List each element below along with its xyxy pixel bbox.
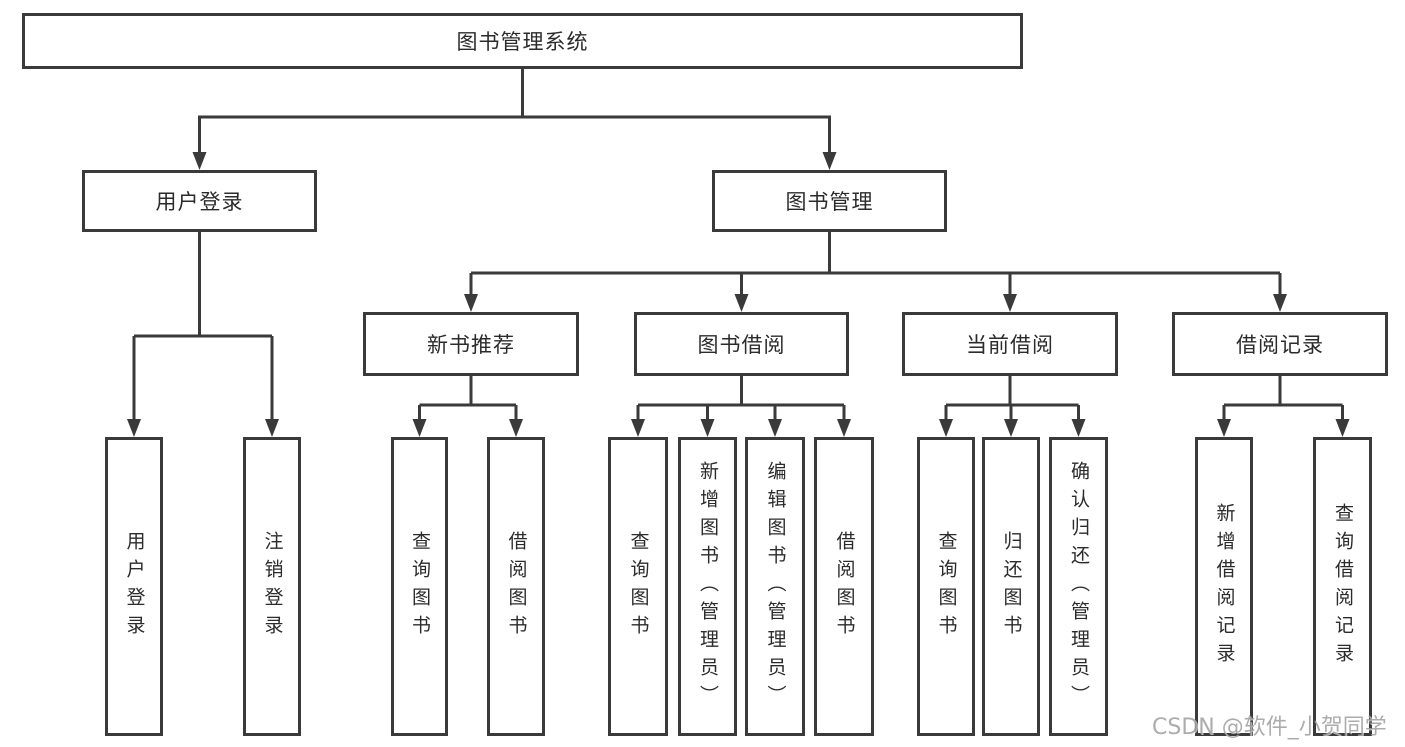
node-label: 新增借阅记录 — [1213, 502, 1236, 671]
node-label: 用户登录 — [123, 530, 146, 643]
node-label: 编辑图书（管理员） — [764, 460, 787, 713]
node-book-borrowing: 图书借阅 — [634, 312, 849, 376]
csdn-watermark: CSDN @软件_小贺同学 — [1152, 715, 1387, 740]
node-label: 用户登录 — [155, 190, 244, 214]
leaf-borrowing-borrow-books: 借阅图书 — [814, 437, 874, 736]
leaf-borrowing-query-books: 查询图书 — [608, 437, 668, 736]
node-library-management-system: 图书管理系统 — [22, 13, 1023, 69]
leaf-current-query-books: 查询图书 — [917, 437, 975, 736]
node-label: 查询图书 — [935, 530, 958, 643]
node-label: 查询图书 — [409, 530, 431, 643]
node-label: 查询借阅记录 — [1332, 502, 1354, 671]
leaf-add-books-admin: 新增图书（管理员） — [678, 437, 737, 736]
leaf-recommend-query-books: 查询图书 — [391, 437, 448, 736]
node-label: 图书管理 — [785, 190, 874, 214]
node-label: 借阅图书 — [505, 530, 528, 643]
leaf-confirm-return-admin: 确认归还（管理员） — [1049, 437, 1108, 736]
node-borrowing-records: 借阅记录 — [1172, 312, 1388, 376]
node-label: 确认归还（管理员） — [1068, 460, 1090, 713]
node-label: 当前借阅 — [966, 333, 1054, 357]
node-label: 新书推荐 — [427, 333, 515, 357]
node-label: 新增图书（管理员） — [697, 460, 719, 713]
leaf-add-borrowing-record: 新增借阅记录 — [1195, 437, 1253, 736]
node-label: 图书借阅 — [697, 333, 786, 357]
node-label: 借阅记录 — [1236, 333, 1324, 357]
node-new-book-recommendation: 新书推荐 — [363, 312, 579, 376]
leaf-edit-books-admin: 编辑图书（管理员） — [745, 437, 805, 736]
leaf-recommend-borrow-books: 借阅图书 — [487, 437, 545, 736]
node-label: 借阅图书 — [833, 530, 856, 643]
arrowheads — [127, 152, 1350, 437]
node-label: 查询图书 — [627, 530, 650, 643]
node-label: 图书管理系统 — [456, 30, 589, 54]
leaf-query-borrowing-record: 查询借阅记录 — [1313, 437, 1372, 736]
node-label: 归还图书 — [1000, 530, 1023, 643]
node-book-management-module: 图书管理 — [712, 170, 947, 232]
node-label: 注销登录 — [261, 530, 284, 643]
leaf-return-books: 归还图书 — [982, 437, 1040, 736]
node-current-borrowing: 当前借阅 — [902, 312, 1118, 376]
leaf-logout: 注销登录 — [243, 437, 301, 736]
leaf-user-login: 用户登录 — [105, 437, 163, 736]
node-user-login-module: 用户登录 — [82, 170, 317, 232]
